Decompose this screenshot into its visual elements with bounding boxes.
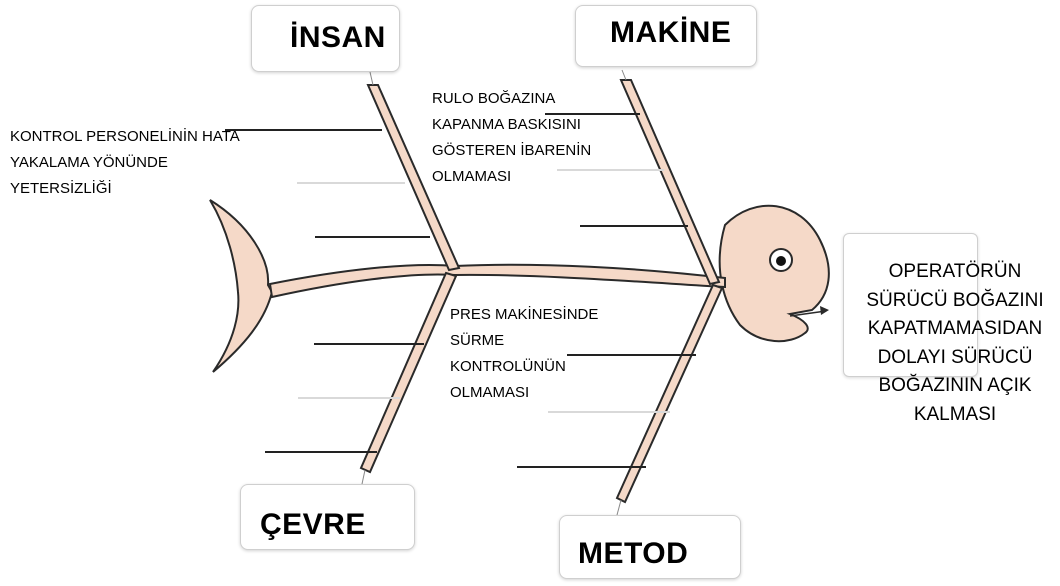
category-label-metod: METOD xyxy=(578,537,688,571)
fish-head xyxy=(720,206,829,341)
mouth-arrow-head xyxy=(820,306,829,315)
cause-makine: RULO BOĞAZINA KAPANMA BASKISINI GÖSTEREN… xyxy=(432,86,591,190)
bone-makine-tip xyxy=(622,70,626,80)
category-label-makine: MAKİNE xyxy=(610,16,731,50)
bone-insan-tip xyxy=(370,72,373,85)
fish-pupil xyxy=(776,256,786,266)
bone-metod xyxy=(617,285,722,502)
bone-metod-tip xyxy=(617,500,621,515)
category-label-cevre: ÇEVRE xyxy=(260,508,366,542)
category-label-insan: İNSAN xyxy=(290,21,386,55)
fish-tail xyxy=(210,200,272,372)
bone-cevre-tip xyxy=(362,470,365,484)
cause-insan: KONTROL PERSONELİNİN HATA YAKALAMA YÖNÜN… xyxy=(10,124,240,202)
cause-metod: PRES MAKİNESİNDE SÜRME KONTROLÜNÜN OLMAM… xyxy=(450,302,598,406)
bone-makine xyxy=(621,80,719,284)
effect-text: OPERATÖRÜN SÜRÜCÜ BOĞAZINI KAPATMAMASIDA… xyxy=(850,258,1060,429)
fish-spine xyxy=(270,265,725,297)
bone-cevre xyxy=(361,273,456,472)
